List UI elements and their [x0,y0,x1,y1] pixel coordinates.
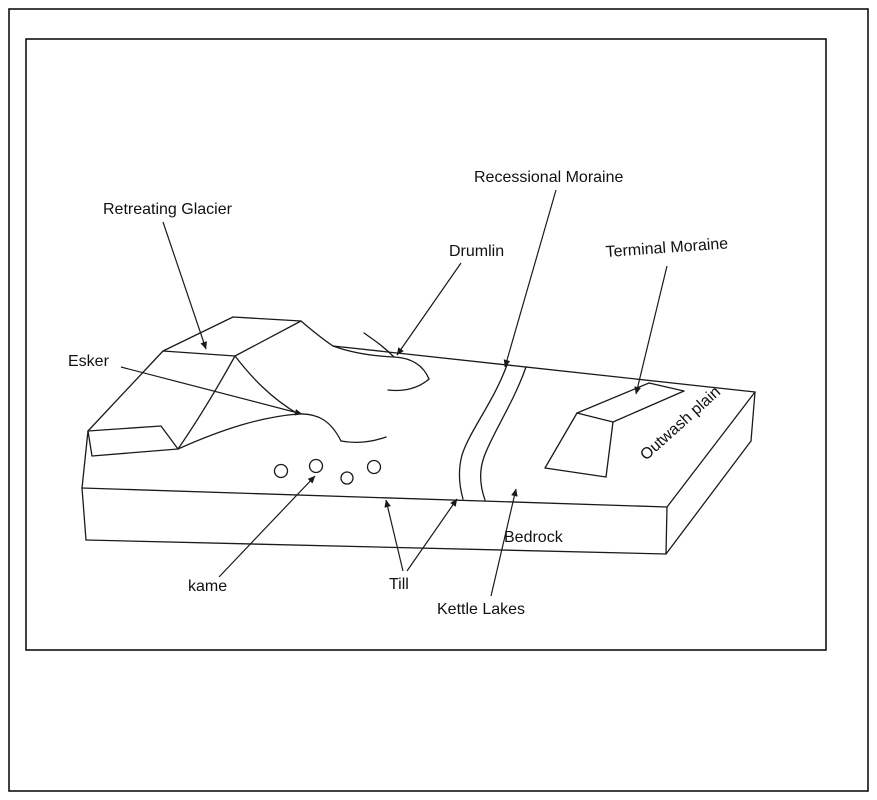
terminal-moraine-top-left-edge [576,412,614,423]
esker-continuation [340,436,387,444]
glacier-front-slope-edge [177,355,236,450]
stream-branch-lower [387,378,430,392]
terminal-moraine-front-right-edge [605,421,614,478]
esker-arrow [120,366,303,416]
slab-right-front-edge [665,506,668,555]
glacier-right-flank [300,320,334,347]
esker-and-streams [177,332,430,450]
outer-frame [8,8,869,792]
label-retreating-glacier: Retreating Glacier [103,201,233,218]
till-arrow-left [384,499,404,572]
kame-mounds [273,458,382,485]
stream-branch-upper [363,332,395,358]
kame-circle [366,459,382,475]
glacier-terminus-face [87,425,179,457]
retreating-glacier-arrow [162,221,207,350]
kame-circle [273,463,289,479]
leader-arrows [120,189,668,597]
terminal-moraine-front-top-edge [612,390,685,423]
slab-right-top-slant [666,391,756,508]
slab-right-back-edge [750,391,756,442]
label-terminal-moraine: Terminal Moraine [605,235,729,261]
till-arrow-right [406,498,458,572]
label-outwash-plain: Outwash plain [637,383,724,463]
label-till: Till [389,576,409,593]
label-drumlin: Drumlin [449,243,504,260]
terminal-moraine-left-edge [544,412,578,469]
kettle-lakes-arrow [490,488,518,597]
inner-frame [25,38,827,651]
recessional-moraine-line-left [458,361,509,500]
slab-top-back-edge [332,345,756,393]
terminal-moraine-bottom-edge [544,467,607,478]
terminal-moraine-right-top-edge [648,382,685,392]
slab-right-bottom-slant [665,440,752,555]
slab-left-front-edge [81,487,87,541]
label-recessional-moraine: Recessional Moraine [474,169,624,186]
glacier-left-slope-edge [87,350,164,432]
drumlin-arrow [396,262,462,356]
recessional-moraine-line-right [480,366,527,501]
kame-circle [340,471,354,485]
recessional-moraine-arrow [503,189,557,368]
terminal-moraine-back-top-edge [576,382,650,414]
esker-curve [177,413,342,450]
terminal-moraine-arrow [634,265,668,395]
kame-arrow [218,475,316,578]
glacier-lobe-edge [234,355,299,415]
recessional-moraine-shape [458,361,527,501]
slab-front-bottom-edge [85,539,667,555]
label-kettle-lakes: Kettle Lakes [437,601,525,618]
slab-left-upper-edge [81,430,89,489]
label-bedrock: Bedrock [504,529,564,546]
label-esker: Esker [68,353,110,370]
label-kame: kame [188,578,227,595]
glacier-top-face [162,316,302,357]
kame-circle [308,458,324,474]
slab-front-top-edge [81,487,668,508]
